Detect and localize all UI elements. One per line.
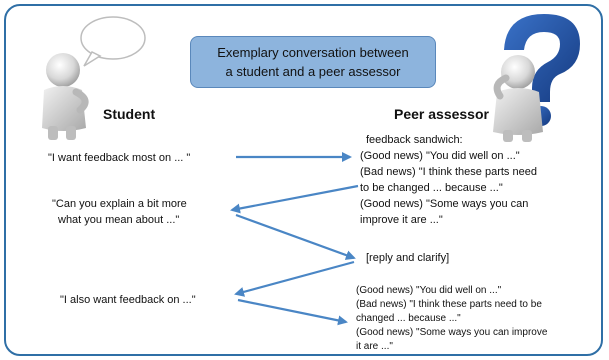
peer-reply: [reply and clarify] <box>366 252 450 264</box>
thinking-person-icon <box>42 53 89 140</box>
arrow-to-student-2 <box>234 260 355 297</box>
peer-assessor-label: Peer assessor <box>394 106 489 122</box>
peer-block2-line: (Bad news) "I think these parts need to … <box>356 299 542 310</box>
arrow-to-student-1 <box>230 184 359 214</box>
peer-block2-line: (Good news) "Some ways you can improve <box>356 327 548 338</box>
peer-block1-line: feedback sandwich: <box>366 134 463 146</box>
student-message-2a: "Can you explain a bit more <box>52 198 187 210</box>
title-box: Exemplary conversation between a student… <box>190 36 436 88</box>
peer-block1-line: (Good news) "You did well on ..." <box>360 150 520 162</box>
student-message-2b: what you mean about ..." <box>58 214 180 226</box>
arrow-to-peer-2 <box>235 213 356 260</box>
peer-block1-line: (Good news) "Some ways you can <box>360 198 529 210</box>
thinking-person-icon <box>493 55 543 142</box>
peer-block2-line: (Good news) "You did well on ..." <box>356 285 502 296</box>
speech-bubble-icon <box>80 16 146 67</box>
student-message-1: "I want feedback most on ... " <box>48 152 191 164</box>
diagram-frame <box>4 4 603 356</box>
peer-block1-line: (Bad news) "I think these parts need <box>360 166 537 178</box>
conversation-arrows <box>230 152 359 326</box>
student-message-3: "I also want feedback on ..." <box>60 294 196 306</box>
title-line-1: Exemplary conversation between <box>217 45 409 60</box>
student-label: Student <box>103 106 156 122</box>
peer-block2-line: it are ..." <box>356 341 393 352</box>
peer-block1-line: to be changed ... because ..." <box>360 182 503 194</box>
peer-block2-line: changed ... because ..." <box>356 313 461 324</box>
arrow-to-peer-3 <box>237 298 348 326</box>
title-line-2: a student and a peer assessor <box>225 64 401 79</box>
peer-block1-line: improve it are ..." <box>360 214 443 226</box>
